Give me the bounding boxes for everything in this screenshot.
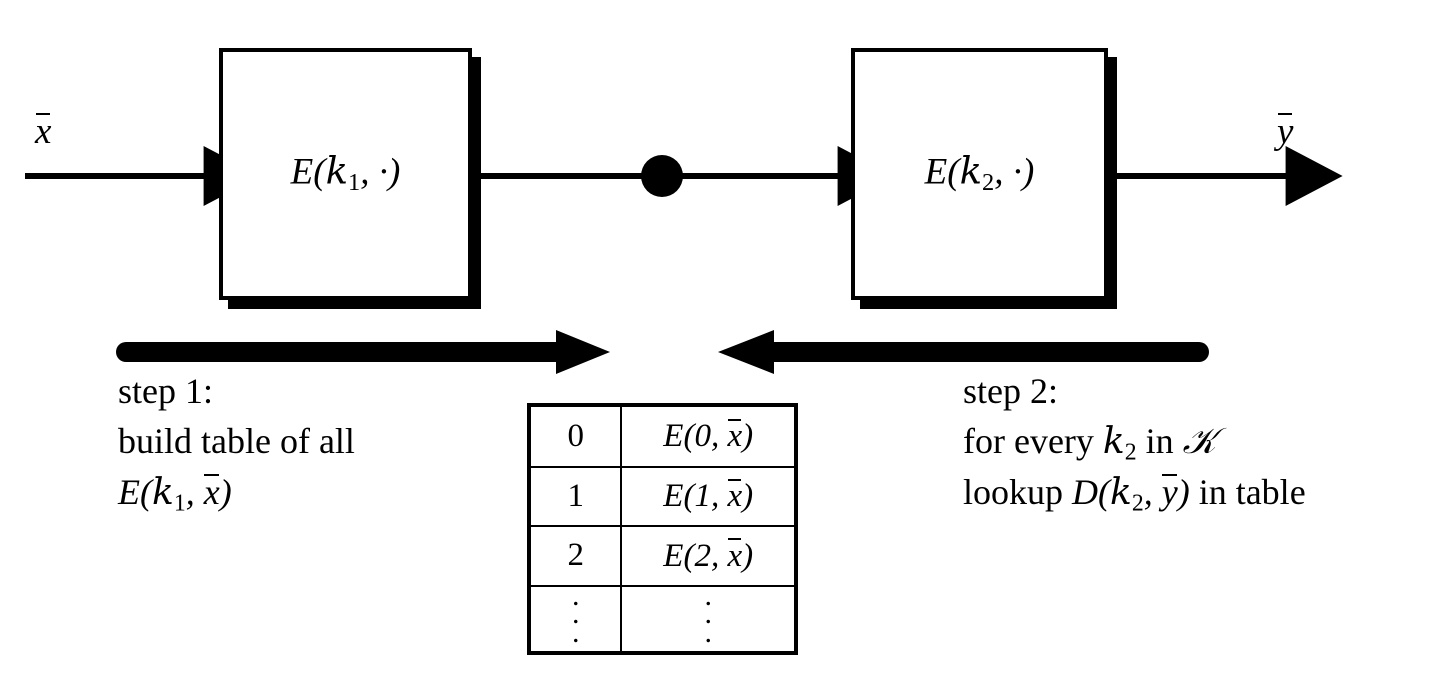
table-value-arg: x bbox=[727, 418, 743, 455]
first-encryption-block: E(k1, ·) bbox=[219, 48, 472, 300]
step-1-formula: E(k1, x) bbox=[118, 473, 232, 516]
step-1-formula-paren-close: ) bbox=[219, 472, 232, 512]
table-cell-key: 0 bbox=[531, 407, 623, 468]
table-value-paren-close: ) bbox=[742, 537, 754, 574]
table-row: 0 E(0, x) bbox=[531, 407, 794, 468]
step-2-title: step 2: bbox=[963, 371, 1058, 411]
table-cell-value: E(2, x) bbox=[620, 525, 794, 587]
table-value-comma: , bbox=[710, 478, 728, 515]
table-value-fn: E bbox=[663, 478, 684, 515]
intermediate-value-node bbox=[641, 155, 683, 197]
table-value-fn: E bbox=[663, 418, 684, 455]
first-paren-open: ( bbox=[313, 151, 326, 193]
table-cell-value-ellipsis: ... bbox=[620, 578, 794, 651]
table-value-paren-open: ( bbox=[683, 478, 695, 515]
plaintext-label: x bbox=[35, 112, 51, 150]
step-1-arrow bbox=[116, 330, 610, 374]
table-value-paren-close: ) bbox=[742, 478, 754, 515]
step-2-formula-subscript: 2 bbox=[1131, 490, 1144, 517]
step-2-formula-paren-close: ) bbox=[1177, 472, 1190, 512]
table-cell-value: E(0, x) bbox=[620, 407, 794, 468]
ciphertext-glyph: y bbox=[1277, 111, 1294, 152]
table-cell-value: E(1, x) bbox=[620, 465, 794, 528]
precomputed-lookup-table: 0 E(0, x) 1 E(1, x) 2 E(2, x) bbox=[527, 403, 798, 655]
step-2-formula-key: k bbox=[1110, 472, 1132, 513]
second-encryption-block: E(k2, ·) bbox=[851, 48, 1108, 300]
step-2-formula-pre: lookup bbox=[963, 472, 1073, 512]
table-value-index: 1 bbox=[694, 478, 711, 515]
first-paren-close: ) bbox=[387, 151, 401, 193]
first-key-subscript: 1 bbox=[348, 169, 361, 197]
step-2-formula-comma: , bbox=[1143, 472, 1162, 512]
step-2-desc-pre: for every bbox=[963, 421, 1103, 461]
second-arg-glyph: · bbox=[1012, 151, 1022, 193]
second-comma: , bbox=[994, 151, 1013, 193]
step-1-formula-fn: E bbox=[118, 472, 140, 512]
step-2-formula-fn: D bbox=[1072, 472, 1099, 512]
step-2-formula-post: in table bbox=[1189, 472, 1306, 512]
first-arg-glyph: · bbox=[378, 151, 388, 193]
step-2-description: for every k2 in 𝒦 bbox=[963, 423, 1216, 465]
table-value-paren-close: ) bbox=[742, 418, 754, 455]
table-row-ellipsis: ... ... bbox=[531, 578, 794, 651]
step-1-formula-subscript: 1 bbox=[173, 490, 186, 517]
table-value-arg: x bbox=[727, 478, 743, 515]
step-1-description: build table of all bbox=[118, 421, 355, 461]
vertical-dots-icon: ... bbox=[571, 578, 580, 649]
step-2-formula-paren-open: ( bbox=[1098, 472, 1111, 512]
table-value-comma: , bbox=[710, 418, 728, 455]
table-value-paren-open: ( bbox=[683, 418, 695, 455]
first-key-glyph: k bbox=[325, 149, 349, 193]
vertical-dots-icon: ... bbox=[704, 578, 712, 649]
table-cell-key: 2 bbox=[531, 525, 623, 587]
step-2-formula: lookup D(k2, y) in table bbox=[963, 473, 1306, 516]
step-1-title: step 1: bbox=[118, 371, 213, 411]
table-value-index: 2 bbox=[694, 537, 711, 574]
second-paren-close: ) bbox=[1021, 151, 1035, 193]
table-value-fn: E bbox=[663, 537, 684, 574]
step-1-formula-comma: , bbox=[185, 472, 204, 512]
first-comma: , bbox=[360, 151, 379, 193]
table-row: 2 E(2, x) bbox=[531, 525, 794, 587]
step-2-desc-subscript: 2 bbox=[1124, 439, 1137, 466]
table-value-arg: x bbox=[727, 537, 743, 574]
step-2-formula-arg: y bbox=[1161, 472, 1178, 512]
step-2-desc-key: k bbox=[1102, 421, 1125, 462]
second-encryption-fn: E bbox=[924, 151, 948, 193]
table-value-paren-open: ( bbox=[683, 537, 695, 574]
table-value-comma: , bbox=[710, 537, 728, 574]
first-encryption-fn: E bbox=[290, 151, 314, 193]
plaintext-glyph: x bbox=[35, 111, 52, 152]
step-1-formula-key: k bbox=[152, 472, 174, 513]
step-2-keyspace-glyph: 𝒦 bbox=[1182, 421, 1217, 462]
table-row: 1 E(1, x) bbox=[531, 465, 794, 528]
step-2-desc-mid: in bbox=[1136, 421, 1183, 461]
second-key-glyph: k bbox=[959, 149, 983, 193]
second-key-subscript: 2 bbox=[982, 169, 995, 197]
step-2-arrow bbox=[718, 330, 1209, 374]
ciphertext-label: y bbox=[1277, 112, 1293, 150]
table-cell-key: 1 bbox=[531, 465, 623, 528]
first-encryption-label: E(k1, ·) bbox=[223, 152, 468, 195]
second-paren-open: ( bbox=[947, 151, 960, 193]
second-encryption-label: E(k2, ·) bbox=[855, 152, 1104, 195]
step-1-formula-arg: x bbox=[203, 472, 220, 512]
step-1-formula-paren-open: ( bbox=[140, 472, 152, 512]
table-value-index: 0 bbox=[694, 418, 711, 455]
table-cell-key-ellipsis: ... bbox=[531, 578, 623, 651]
